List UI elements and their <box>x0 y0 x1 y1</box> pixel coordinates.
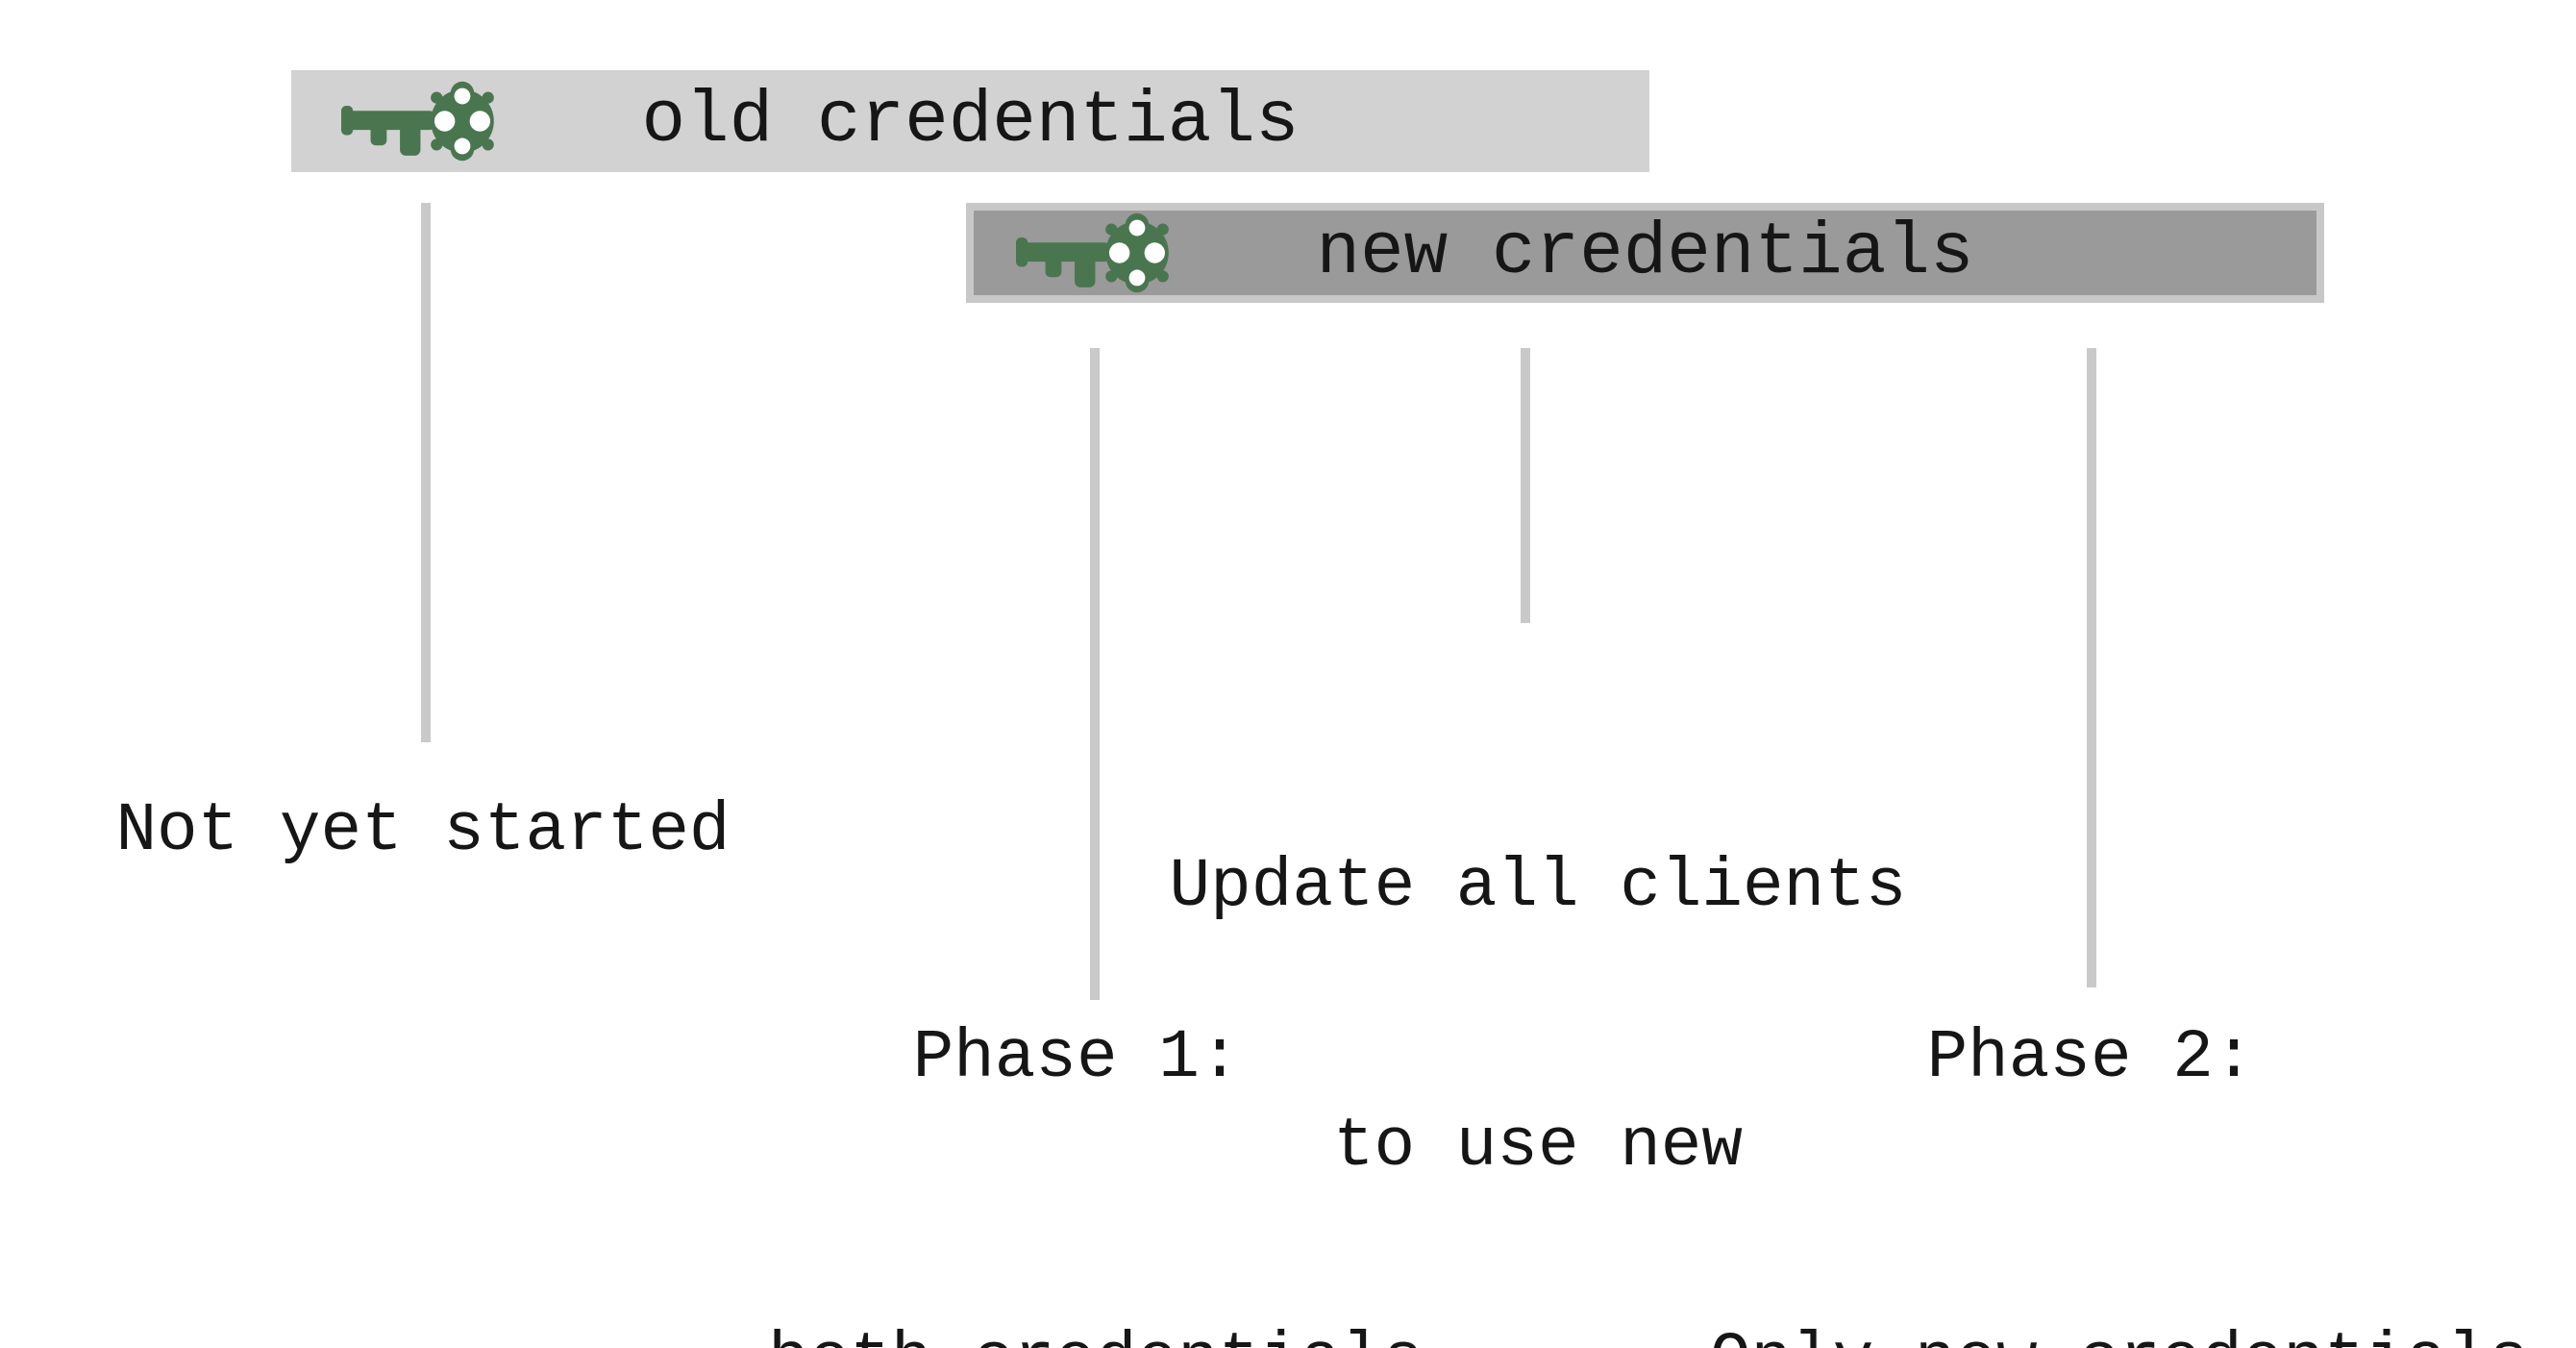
phase-2-heading: Phase 2: <box>1926 1020 2255 1097</box>
phase-2-description-line-1: Only new credentials <box>1624 1318 2576 1348</box>
timeline-tick-update-clients <box>1521 348 1530 623</box>
key-icon <box>341 81 494 162</box>
new-credentials-bar: new credentials <box>974 211 2316 295</box>
old-credentials-bar: old credentials <box>291 70 1649 172</box>
update-clients-line-1: Update all clients <box>1169 849 1907 926</box>
update-clients-label: Update all clients to use new credential… <box>1105 671 1970 1348</box>
phase-1-description-line-1: both credentials <box>663 1318 1528 1348</box>
phase-1-heading: Phase 1: <box>912 1020 1241 1097</box>
timeline-tick-phase-2 <box>2087 348 2096 987</box>
phase-2-description: Only new credentials are valid <box>1624 1145 2576 1348</box>
old-credentials-label: old credentials <box>641 80 1300 162</box>
update-clients-line-2: to use new <box>1332 1109 1744 1186</box>
new-credentials-label: new credentials <box>1316 212 1974 294</box>
timeline-tick-phase-1 <box>1090 348 1100 1000</box>
key-icon <box>1016 212 1169 293</box>
timeline-tick-not-started <box>421 203 431 742</box>
new-credentials-bar-frame: new credentials <box>966 203 2324 303</box>
phase-1-description: both credentials are valid <box>663 1145 1528 1348</box>
not-yet-started-label: Not yet started <box>115 793 731 870</box>
